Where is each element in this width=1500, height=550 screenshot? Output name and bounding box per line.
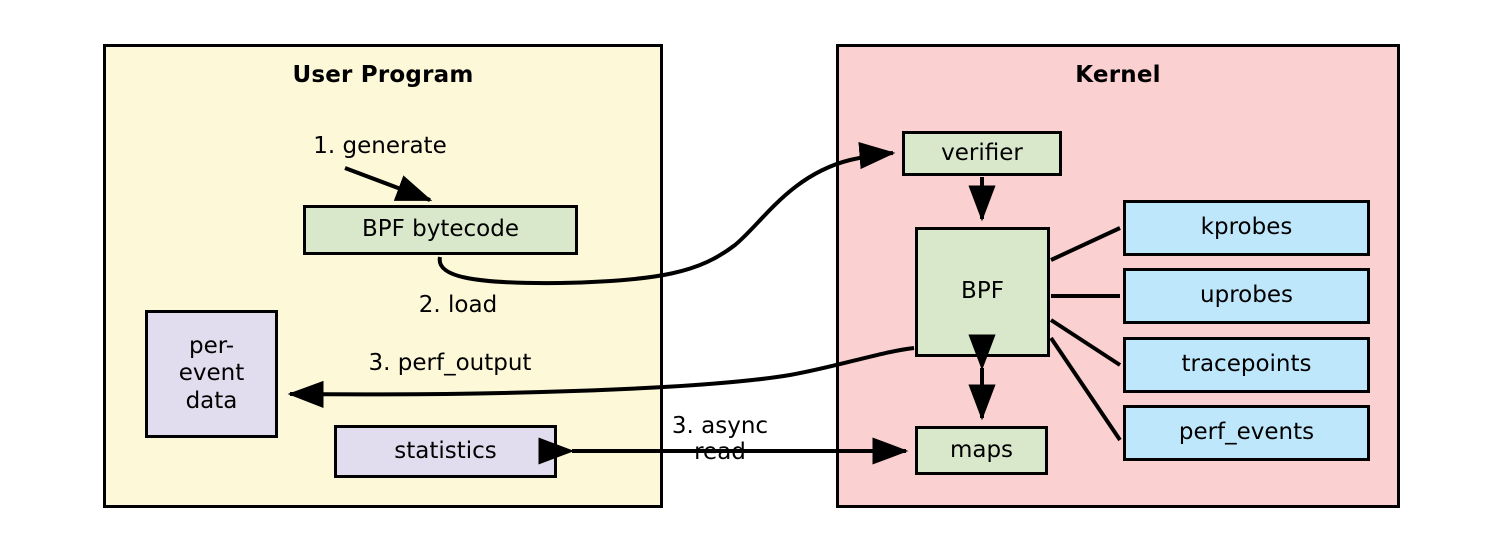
node-verifier-label: verifier: [941, 139, 1023, 166]
edge-label-async-read: 3. async read: [671, 413, 769, 466]
node-uprobes-label: uprobes: [1200, 282, 1293, 309]
user-program-title: User Program: [292, 62, 474, 88]
node-tracepoints-label: tracepoints: [1181, 351, 1312, 378]
node-uprobes[interactable]: uprobes: [1123, 268, 1370, 324]
edge-label-load: 2. load: [418, 292, 498, 318]
node-per-event-data[interactable]: per- event data: [145, 310, 278, 438]
node-per-event-data-label: per- event data: [178, 333, 245, 414]
node-maps-label: maps: [949, 436, 1014, 463]
node-statistics-label: statistics: [394, 437, 497, 464]
node-bpf[interactable]: BPF: [915, 227, 1050, 357]
node-bpf-bytecode[interactable]: BPF bytecode: [303, 205, 578, 255]
node-perf-events-label: perf_events: [1178, 419, 1315, 446]
edge-label-perf-output: 3. perf_output: [368, 350, 532, 376]
node-kprobes-label: kprobes: [1200, 214, 1293, 241]
node-verifier[interactable]: verifier: [902, 131, 1062, 176]
node-kprobes[interactable]: kprobes: [1123, 200, 1370, 256]
kernel-title: Kernel: [1075, 62, 1161, 88]
node-perf-events[interactable]: perf_events: [1123, 405, 1370, 461]
node-statistics[interactable]: statistics: [334, 425, 557, 478]
node-bpf-label: BPF: [961, 278, 1004, 305]
node-maps[interactable]: maps: [915, 426, 1048, 475]
node-tracepoints[interactable]: tracepoints: [1123, 337, 1370, 393]
edge-label-generate: 1. generate: [313, 133, 447, 159]
node-bpf-bytecode-label: BPF bytecode: [361, 216, 520, 243]
